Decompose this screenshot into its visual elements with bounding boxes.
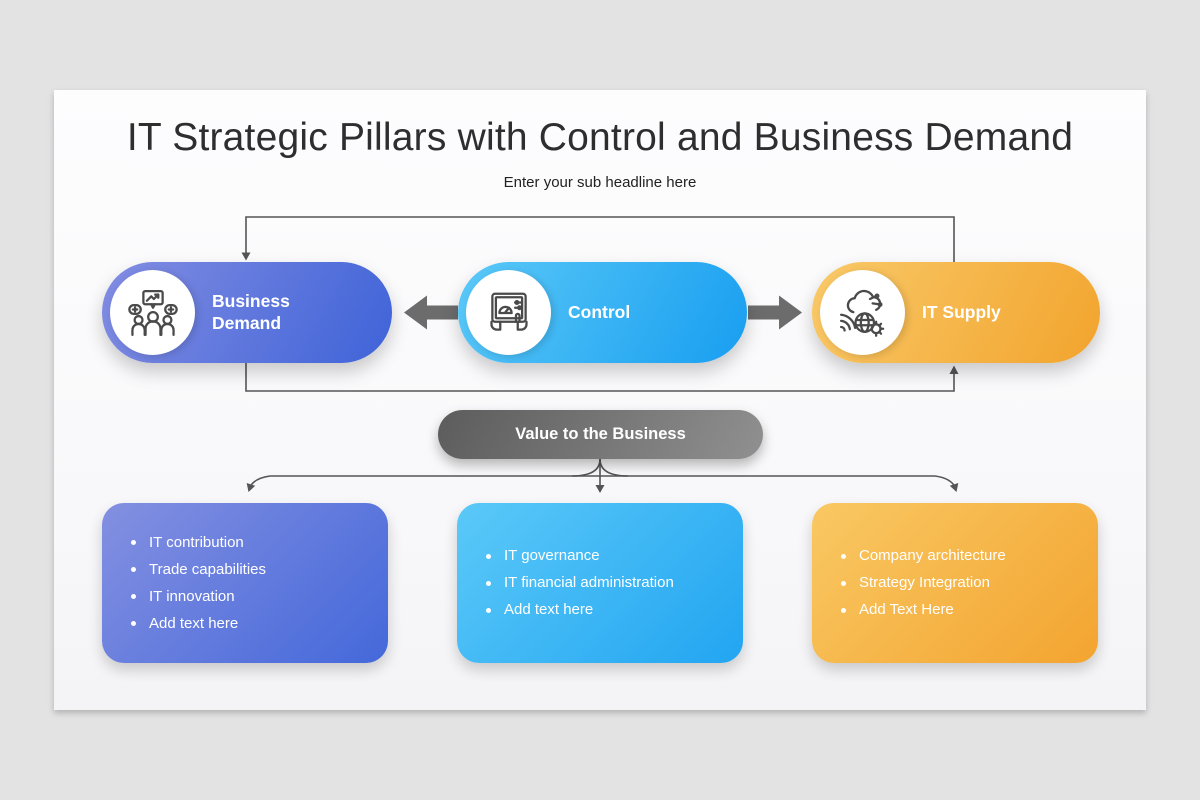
control-to-supply-arrow [748, 295, 802, 330]
team-growth-icon [127, 289, 178, 336]
list-item: Company architecture [841, 548, 1098, 564]
value-banner: Value to the Business [438, 410, 763, 459]
pillar-label: Business Demand [212, 290, 290, 333]
top-rail-arrowhead [241, 252, 251, 261]
list-item-label: Trade capabilities [149, 560, 267, 578]
list-item: Strategy Integration [841, 575, 1098, 591]
connector-lines [241, 216, 959, 493]
list-item: Add text here [131, 614, 388, 632]
list-item-label: IT governance [504, 547, 600, 564]
split-flare-right [599, 458, 629, 477]
bullet-dot [131, 621, 136, 626]
pillar-label: IT Supply [922, 301, 1001, 322]
pillar-it-supply: IT Supply [812, 262, 1100, 363]
bullet-dot [131, 540, 136, 545]
detail-box-it-supply: Company architecture Strategy Integratio… [812, 503, 1098, 663]
list-item: IT governance [486, 548, 743, 564]
list-item: Trade capabilities [131, 560, 388, 578]
pillar-icon-circle [110, 270, 195, 355]
slide-canvas: IT Strategic Pillars with Control and Bu… [54, 90, 1146, 710]
bullet-dot [486, 553, 491, 559]
bullet-dot [841, 607, 846, 613]
split-right-arrowhead [949, 483, 959, 492]
list-item: IT financial administration [486, 575, 743, 591]
list-item-label: Strategy Integration [859, 574, 990, 591]
pillar-icon-circle [820, 270, 905, 355]
list-item-label: Company architecture [859, 547, 1006, 564]
split-flare-left [571, 458, 601, 477]
pillar-label: Control [568, 301, 631, 322]
bullet-dot [486, 580, 491, 586]
list-item-label: IT financial administration [504, 574, 674, 591]
bullet-dot [131, 594, 136, 599]
split-left-arrowhead [246, 483, 256, 492]
detail-box-control: IT governance IT financial administratio… [457, 503, 743, 663]
bullet-dot [841, 553, 846, 559]
list-item: Add Text Here [841, 602, 1098, 618]
bottom-rail-arrowhead [949, 365, 959, 374]
control-to-demand-arrow [404, 295, 458, 330]
list-item-label: IT contribution [149, 533, 244, 551]
detail-box-business-demand: IT contribution Trade capabilities IT in… [102, 503, 388, 663]
bullet-dot [131, 567, 136, 572]
value-banner-label: Value to the Business [515, 425, 686, 443]
list-item: Add text here [486, 602, 743, 618]
list-item-label: Add text here [149, 614, 239, 632]
split-center-arrowhead [595, 485, 605, 493]
bottom-rail-line [245, 363, 955, 392]
slide-subtitle: Enter your sub headline here [503, 174, 697, 191]
list-item: IT innovation [131, 587, 388, 605]
cloud-network-icon [839, 289, 884, 337]
bullet-dot [486, 607, 491, 613]
tablet-control-icon [489, 292, 528, 331]
pillar-control: Control [458, 262, 747, 363]
pillar-business-demand: Business Demand [102, 262, 392, 363]
list-item-label: Add Text Here [859, 601, 954, 618]
list-item: IT contribution [131, 533, 388, 551]
bullet-dot [841, 580, 846, 586]
top-rail-line [245, 216, 955, 262]
pillar-icon-circle [466, 270, 551, 355]
list-item-label: Add text here [504, 601, 594, 618]
slide-title: IT Strategic Pillars with Control and Bu… [126, 116, 1074, 159]
list-item-label: IT innovation [149, 587, 235, 605]
